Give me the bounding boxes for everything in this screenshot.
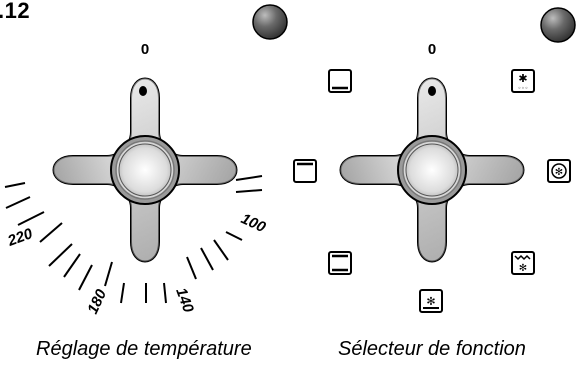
svg-text:◦◦◦: ◦◦◦ xyxy=(518,85,529,92)
knob-pointer-dot xyxy=(428,86,436,96)
temperature-caption: Réglage de température xyxy=(36,338,252,360)
svg-text:✻: ✻ xyxy=(426,295,435,308)
svg-text:✱: ✱ xyxy=(518,72,527,85)
temperature-label-140: 140 xyxy=(172,286,197,316)
knob-pointer-dot xyxy=(139,86,147,96)
defrost-icon: ✱ ◦◦◦ xyxy=(511,69,535,93)
function-zero-label: 0 xyxy=(428,41,436,58)
fan-icon: ✻ xyxy=(547,159,571,183)
fan-grill-icon: ✻ xyxy=(511,251,535,275)
temperature-label-100: 100 xyxy=(238,210,268,236)
indicator-lamp-right xyxy=(540,7,576,43)
temperature-scale-ticks xyxy=(4,175,263,304)
svg-text:✻: ✻ xyxy=(555,167,563,178)
figure-number: .12 xyxy=(0,0,31,23)
function-caption: Sélecteur de fonction xyxy=(338,338,526,360)
indicator-lamp-left xyxy=(252,4,288,40)
top-bottom-heat-icon xyxy=(328,251,352,275)
temperature-knob[interactable] xyxy=(52,77,238,263)
temperature-zero-label: 0 xyxy=(141,41,149,58)
fan-bottom-heat-icon: ✻ xyxy=(419,289,443,313)
temperature-label-180: 180 xyxy=(84,286,110,316)
top-heat-icon xyxy=(293,159,317,183)
bottom-heat-icon xyxy=(328,69,352,93)
temperature-label-220: 220 xyxy=(5,225,36,250)
svg-text:✻: ✻ xyxy=(519,263,527,274)
function-knob[interactable] xyxy=(339,77,525,263)
